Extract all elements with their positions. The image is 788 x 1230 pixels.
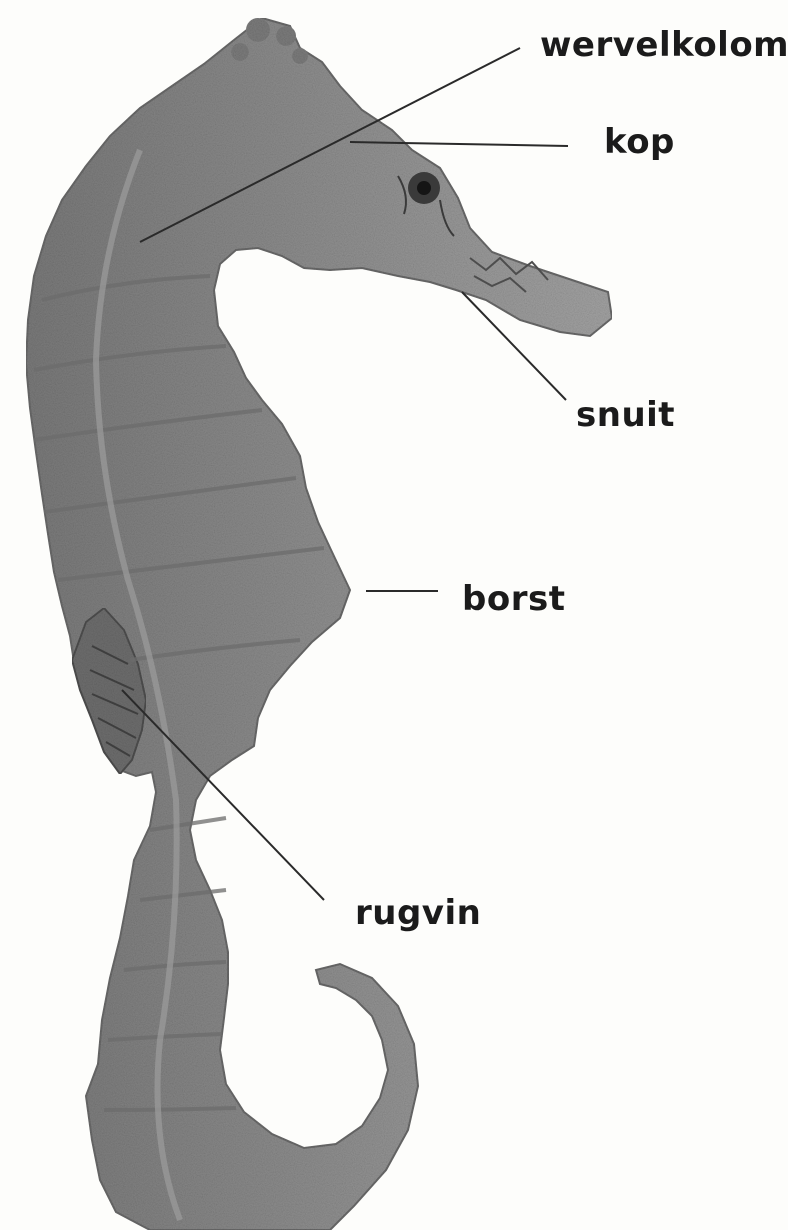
label-borst: borst [462, 582, 565, 616]
label-rugvin: rugvin [355, 896, 481, 930]
label-kop: kop [604, 125, 675, 159]
label-wervelkolom: wervelkolom [540, 28, 788, 62]
label-snuit: snuit [576, 398, 675, 432]
